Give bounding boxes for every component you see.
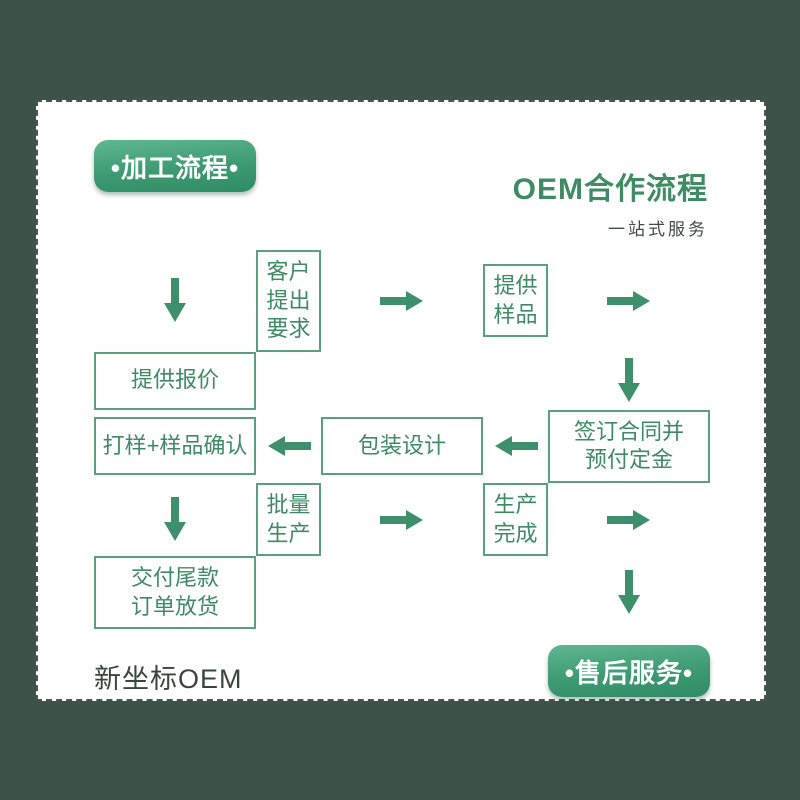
arrow-right-icon [380, 509, 424, 531]
flow-box-sign-contract: 签订合同并 预付定金 [548, 409, 710, 483]
arrow-down-icon [163, 494, 187, 546]
arrow-down-icon [617, 567, 641, 619]
flow-box-production-done: 生产完成 [483, 482, 548, 557]
flow-box-package-design: 包装设计 [321, 417, 483, 476]
arrow-down-icon [163, 275, 187, 327]
flow-grid: 客户提出要求 提供样品 提供报价 打样+样品确认 包装设计 签订合同并 预付定金… [94, 250, 710, 630]
arrow-right-icon [607, 509, 651, 531]
arrow-left-icon [494, 435, 538, 457]
header: •加工流程• OEM合作流程 一站式服务 [94, 140, 708, 250]
footer: 新坐标OEM •售后服务• [94, 637, 710, 698]
flow-box-final-payment-ship: 交付尾款 订单放货 [94, 556, 256, 630]
arrow-right-icon [380, 290, 424, 312]
flow-box-provide-quote: 提供报价 [94, 351, 256, 410]
process-badge: •加工流程• [94, 140, 256, 192]
flow-box-sample-confirm: 打样+样品确认 [94, 417, 256, 476]
title-block: OEM合作流程 一站式服务 [513, 164, 708, 240]
brand-text: 新坐标OEM [94, 663, 243, 694]
after-sales-badge: •售后服务• [548, 645, 710, 698]
arrow-right-icon [607, 290, 651, 312]
flow-box-customer-request: 客户提出要求 [256, 250, 321, 352]
arrow-left-icon [267, 435, 311, 457]
flow-box-mass-production: 批量生产 [256, 482, 321, 557]
arrow-down-icon [617, 355, 641, 407]
flowchart-card: •加工流程• OEM合作流程 一站式服务 客户提出要求 提供样品 提供报价 打样… [36, 100, 766, 701]
flow-box-provide-sample: 提供样品 [483, 264, 548, 338]
page-title: OEM合作流程 [512, 173, 708, 206]
page-subtitle: 一站式服务 [608, 220, 708, 239]
